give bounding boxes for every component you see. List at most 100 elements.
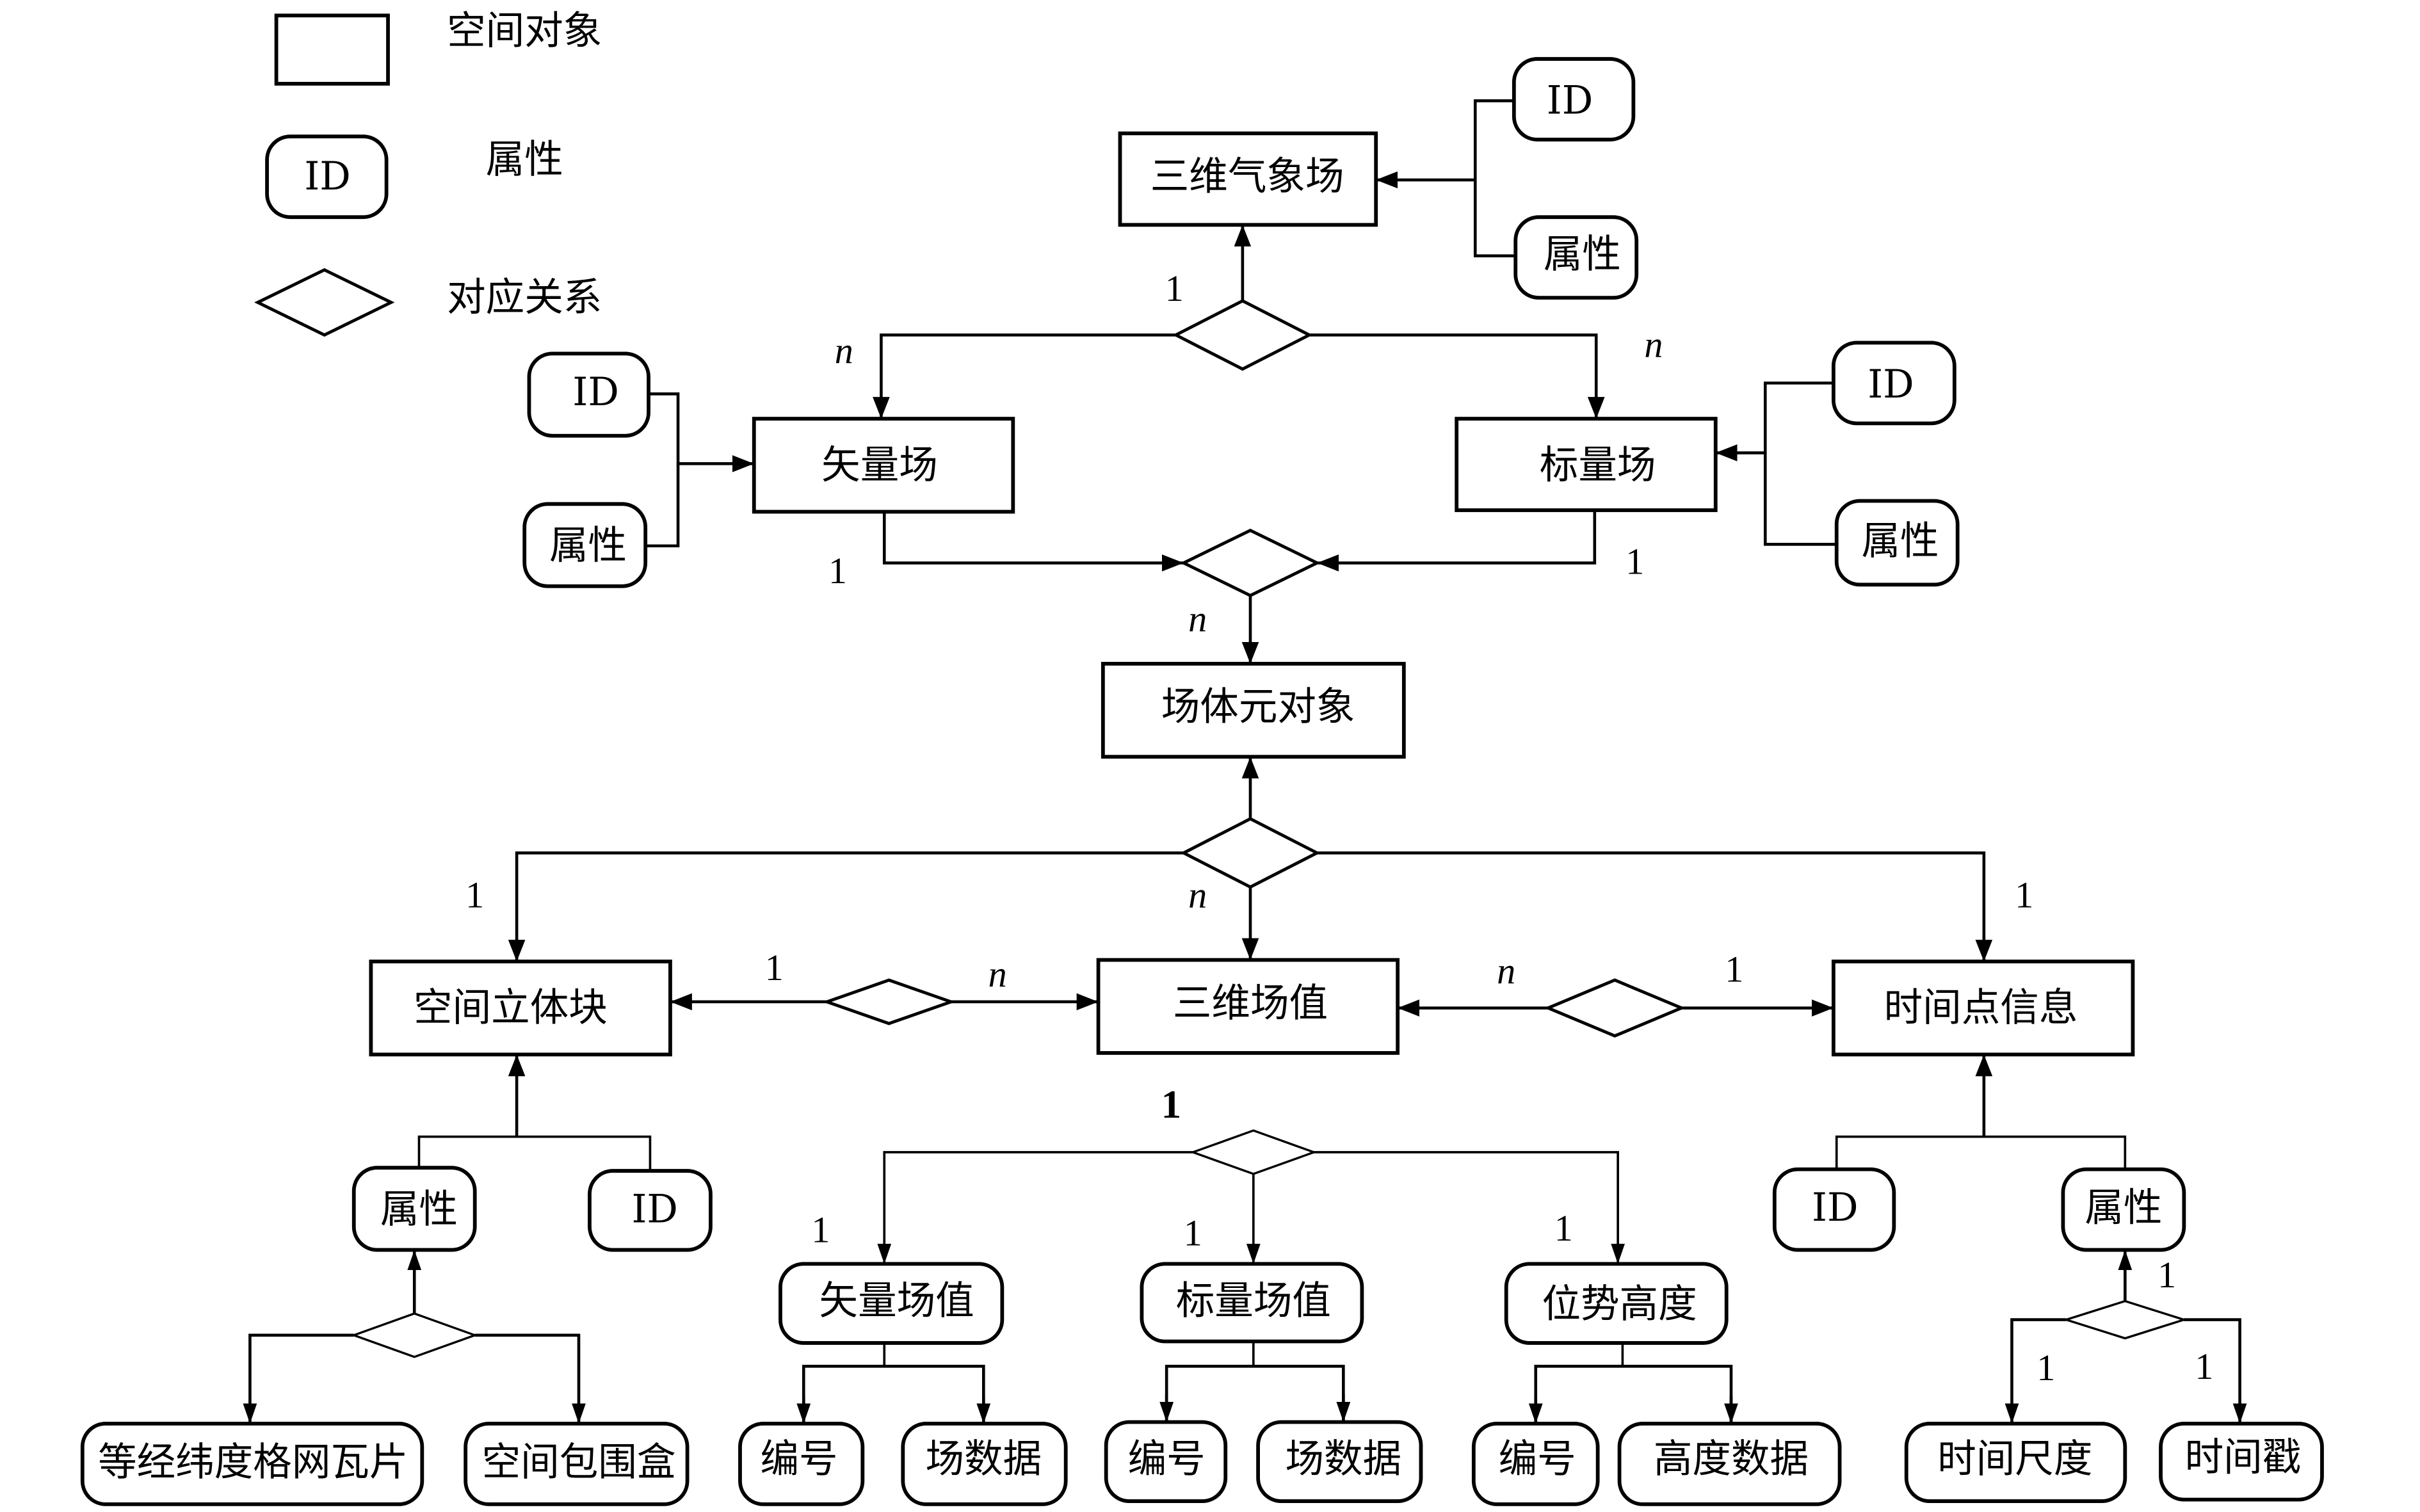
attribute-connector [1763, 382, 1837, 546]
attribute-label: 属性 [2085, 1186, 2162, 1230]
attribute-vector-value-number: 编号 [738, 1422, 865, 1506]
attribute-label: 高度数据 [1654, 1437, 1809, 1482]
attribute-box [778, 1262, 1004, 1345]
attribute-label: 场数据 [925, 1437, 1042, 1482]
attribute-time-scale: 时间尺度 [1904, 1422, 2127, 1503]
entity-label: 标量场 [1540, 443, 1656, 488]
attribute-box [1504, 1262, 1729, 1345]
cardinality-label: 1 [1165, 268, 1184, 309]
attribute-scalar-value: 标量场值 [1140, 1262, 1364, 1344]
entity-field-cell-object: 场体元对象 [1101, 661, 1406, 759]
cardinality-label: 1 [1554, 1207, 1573, 1249]
attribute-scalar-field-attr: 属性 [1834, 499, 1960, 587]
attribute-label: 编号 [1128, 1437, 1206, 1482]
cardinality-label: 1 [2158, 1254, 2176, 1296]
entity-weather-field: 三维气象场 [1118, 131, 1378, 227]
connector-to-spatial-block [508, 851, 1184, 961]
attribute-box [2159, 1422, 2324, 1502]
attribute-label: 位势高度 [1542, 1282, 1697, 1326]
attribute-weather-field-id: ID [1512, 57, 1636, 141]
connector-to-scalar-field [1309, 333, 1605, 419]
legend-relationship-diamond [254, 268, 395, 337]
attribute-scalar-value-number: 编号 [1104, 1420, 1228, 1503]
entity-label: 空间立体块 [414, 986, 608, 1031]
attribute-box [1512, 57, 1636, 141]
cardinality-label: 1 [811, 1209, 830, 1251]
attribute-label: 属性 [549, 524, 627, 568]
attribute-label: 等经纬度格网瓦片 [98, 1440, 408, 1484]
attribute-connector [645, 392, 680, 548]
cardinality-label: n [1188, 874, 1207, 915]
entity-label: 矢量场 [821, 443, 938, 488]
entity-box [1101, 661, 1406, 759]
attribute-label: 属性 [380, 1187, 458, 1232]
entity-label: 场体元对象 [1161, 685, 1355, 730]
legend-attribute-box [265, 134, 389, 220]
legend-attribute-label: 属性 [486, 138, 563, 182]
entity-box [1118, 131, 1378, 227]
attribute-vector-value: 矢量场值 [778, 1262, 1004, 1345]
attribute-box [738, 1422, 865, 1506]
cardinality-label: 1 [465, 874, 484, 915]
attribute-label: ID [631, 1187, 677, 1232]
connector-to-bounding-box [474, 1333, 586, 1424]
attribute-box [1140, 1262, 1364, 1344]
entity-box [1096, 958, 1400, 1055]
cardinality-label: 1 [828, 550, 847, 591]
cardinality-label: 1 [1725, 949, 1743, 990]
attribute-weather-field-attr: 属性 [1513, 215, 1639, 300]
attribute-box [588, 1169, 713, 1252]
connector-to-vector-value [877, 1151, 1193, 1264]
cardinality-label: n [835, 330, 853, 371]
cardinality-label: 1 [2195, 1346, 2213, 1387]
connector-from-scalar-field [1317, 510, 1597, 572]
attribute-label: 时间戳 [2185, 1435, 2302, 1480]
cardinality-label: 1 [2015, 874, 2033, 915]
attribute-box [901, 1422, 1068, 1506]
attribute-connector [1473, 99, 1516, 258]
attribute-connector [417, 1135, 652, 1171]
cardinality-label: n [988, 953, 1007, 995]
entity-box [1455, 417, 1718, 512]
legend-entity-box [274, 13, 390, 86]
attribute-label: 时间尺度 [1937, 1437, 2092, 1482]
entity-label: 三维气象场 [1150, 154, 1344, 199]
attribute-connector [1835, 1135, 2127, 1170]
attribute-timestamp: 时间戳 [2159, 1422, 2324, 1502]
cardinality-label: 1 [765, 947, 784, 988]
attribute-vector-value-data: 场数据 [901, 1422, 1068, 1506]
attribute-label: 标量场值 [1176, 1279, 1331, 1324]
attribute-box [1513, 215, 1639, 300]
entity-box [369, 960, 672, 1057]
legend-entity: 空间对象 [274, 8, 602, 86]
attribute-height-data: 高度数据 [1617, 1422, 1842, 1506]
attribute-label: ID [1547, 78, 1593, 123]
legend-attribute: ID 属性 [265, 134, 563, 220]
entity-time-point: 时间点信息 [1831, 960, 2135, 1057]
cardinality-label: n [1188, 598, 1207, 639]
attribute-box [1256, 1420, 1423, 1503]
cardinality-label: n [1644, 323, 1663, 365]
connector-to-timestamp [2184, 1318, 2247, 1424]
legend-relationship: 对应关系 [254, 268, 602, 337]
legend-entity-label: 空间对象 [447, 8, 602, 53]
cardinality-label: n [1497, 950, 1515, 992]
connector-to-vector-field [873, 333, 1176, 419]
connector-to-grid-tile [243, 1333, 354, 1424]
attribute-label: ID [572, 370, 618, 415]
cardinality-label: 1 [1184, 1212, 1202, 1253]
attribute-spatial-block-attr: 属性 [351, 1166, 477, 1252]
attribute-vector-field-attr: 属性 [522, 502, 648, 588]
entity-vector-field: 矢量场 [752, 417, 1015, 514]
attribute-box [1471, 1422, 1600, 1506]
entity-box [752, 417, 1015, 514]
attribute-label: 编号 [1499, 1437, 1576, 1482]
child-connector [802, 1364, 985, 1424]
attribute-label: 空间包围盒 [482, 1440, 676, 1484]
entity-field-value: 三维场值 [1096, 958, 1400, 1055]
attribute-geopotential-height: 位势高度 [1504, 1262, 1729, 1345]
attribute-box [1104, 1420, 1228, 1503]
attribute-label: 场数据 [1286, 1437, 1402, 1482]
cardinality-label: 1 [1161, 1082, 1181, 1127]
